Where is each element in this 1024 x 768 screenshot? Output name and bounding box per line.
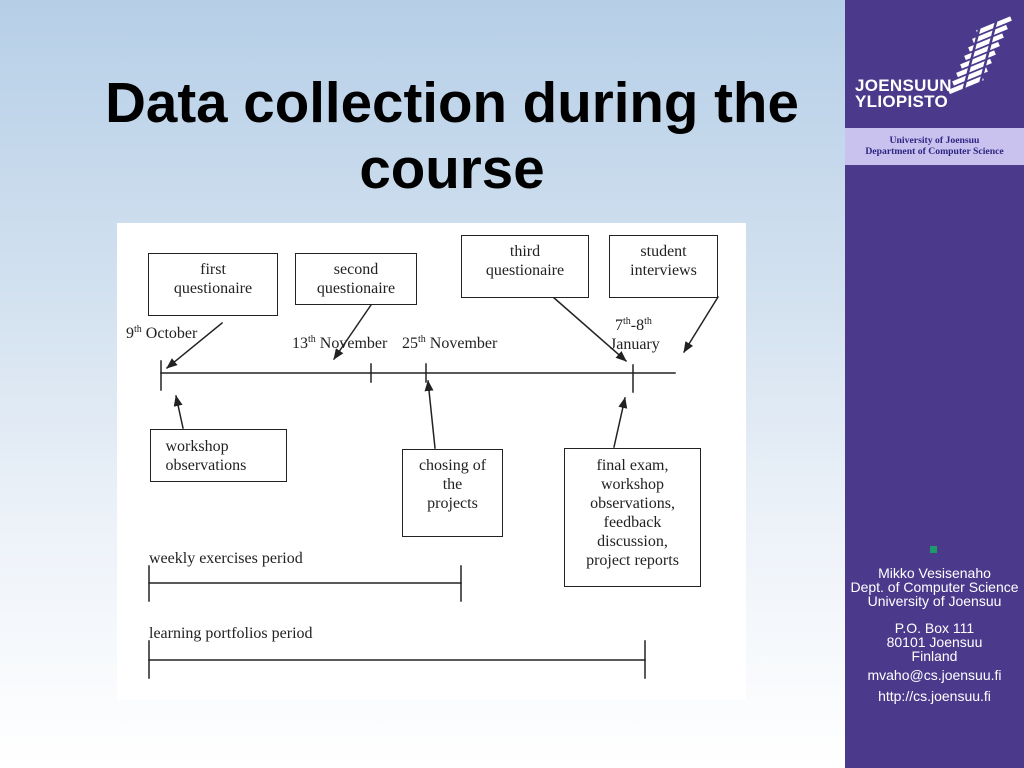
box-line: questionaire [173, 280, 253, 297]
arrow-first-questionaire [165, 321, 224, 370]
box-line: observations [165, 457, 247, 474]
date-month: October [145, 324, 198, 342]
arrow-workshop-observations [173, 395, 184, 429]
contact-email: mvaho@cs.joensuu.fi [867, 667, 1002, 683]
third-questionaire-box: third questionaire [461, 235, 589, 298]
box-line: questionaire [485, 262, 565, 279]
contact-department: Dept. of Computer Science [850, 579, 1019, 595]
department-banner-university: University of Joensuu [889, 134, 980, 146]
logo-wordmark-line-1: JOENSUUN [855, 76, 952, 95]
first-questionaire-box: first questionaire [148, 253, 278, 316]
contact-name: Mikko Vesisenaho [878, 565, 991, 581]
box-line: interviews [630, 262, 697, 279]
university-logo-icon [948, 14, 1012, 98]
box-line: the [442, 476, 463, 493]
date-suffix: th [418, 333, 426, 345]
sidebar: JOENSUUN YLIOPISTO University of Joensuu… [845, 0, 1024, 768]
box-line: questionaire [316, 280, 396, 297]
arrow-student-interviews [682, 295, 720, 354]
box-line: second [333, 261, 379, 278]
department-banner: University of Joensuu Department of Comp… [845, 128, 1024, 165]
arrow-project-choice [424, 380, 436, 449]
contact-address: P.O. Box 111 80101 Joensuu Finland [845, 621, 1024, 663]
date-suffix: th [134, 323, 142, 335]
box-line: third [509, 243, 541, 260]
arrow-final-activities [613, 397, 628, 448]
workshop-observations-box: workshop observations [150, 429, 287, 482]
box-line: observations, [590, 495, 675, 512]
date-label-january-month: January [610, 335, 660, 353]
date-separator: - [630, 316, 637, 334]
date-month: November [319, 334, 388, 352]
date-label-january-days: 7th-8th [615, 316, 652, 337]
project-choice-box: chosing of the projects [402, 449, 503, 537]
contact-postal-code: 80101 Joensuu [886, 634, 983, 650]
box-line: workshop [165, 438, 229, 455]
box-line: discussion, [597, 533, 668, 550]
learning-portfolios-period-label: learning portfolios period [149, 624, 313, 642]
box-line: final exam, [596, 457, 669, 474]
box-line: feedback [603, 514, 662, 531]
arrow-second-questionaire [332, 303, 373, 361]
contact-university: University of Joensuu [867, 593, 1002, 609]
logo-wordmark-line-2: YLIOPISTO [855, 92, 949, 111]
department-banner-department: Department of Computer Science [865, 145, 1004, 157]
date-day: 13 [292, 334, 308, 352]
box-line: chosing of [418, 457, 487, 474]
date-suffix-to: th [644, 315, 652, 327]
date-suffix-from: th [623, 315, 631, 327]
date-day: 25 [402, 334, 418, 352]
student-interviews-box: student interviews [609, 235, 718, 298]
final-activities-box: final exam, workshop observations, feedb… [564, 448, 701, 587]
date-day-from: 7 [615, 316, 623, 334]
box-line: first [200, 261, 226, 278]
date-month: November [429, 334, 498, 352]
contact-country: Finland [911, 648, 958, 664]
square-bullet-icon [930, 546, 937, 553]
contact-website: http://cs.joensuu.fi [878, 688, 991, 704]
slide-title: Data collection during the course [105, 71, 799, 200]
box-line: student [640, 243, 687, 260]
contact-po-box: P.O. Box 111 [894, 620, 975, 636]
arrow-third-questionaire [551, 295, 628, 363]
contact-person: Mikko Vesisenaho Dept. of Computer Scien… [845, 566, 1024, 608]
box-line: project reports [586, 552, 679, 569]
date-day-to: 8 [636, 316, 645, 334]
date-suffix: th [308, 333, 316, 345]
date-day: 9 [126, 324, 134, 342]
second-questionaire-box: second questionaire [295, 253, 417, 305]
box-line: workshop [600, 476, 665, 493]
timeline-lines [148, 295, 720, 679]
weekly-exercises-period-label: weekly exercises period [149, 549, 303, 567]
box-line: projects [427, 495, 478, 512]
